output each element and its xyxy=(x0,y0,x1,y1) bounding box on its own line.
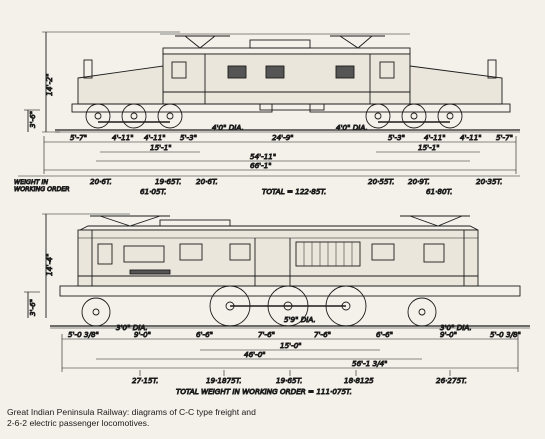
bottom-dim-4: 7'-6" xyxy=(258,330,275,339)
top-weight-2: 19·65T. xyxy=(155,177,181,186)
top-dim-6: 5'-3" xyxy=(388,133,405,142)
bottom-dim-8: 5'-0 3/8" xyxy=(490,330,521,339)
bottom-weight-2: 19·1875T. xyxy=(206,376,242,385)
bottom-total-weight: TOTAL WEIGHT IN WORKING ORDER = 111·075T… xyxy=(176,387,352,396)
bottom-dim-3: 6'-6" xyxy=(196,330,213,339)
bottom-weight-4: 18·8125 xyxy=(344,376,374,385)
weight-label-line-1: WEIGHT IN xyxy=(14,179,48,186)
top-dim-5: 24'-9" xyxy=(272,133,294,142)
top-dim-row4: 66'-1" xyxy=(250,161,272,170)
bottom-weight-1: 27·15T. xyxy=(132,376,158,385)
bottom-dim-6: 6'-6" xyxy=(376,330,393,339)
top-weight-1: 20·6T. xyxy=(90,177,112,186)
caption-line-1: Great Indian Peninsula Railway: diagrams… xyxy=(7,407,256,417)
top-dim-3: 4'-11" xyxy=(144,133,166,142)
top-bogie-right-weight: 61·80T. xyxy=(426,187,452,196)
weight-label-line-2: WORKING ORDER xyxy=(14,186,70,193)
top-bogie-left-weight: 61·05T. xyxy=(140,187,166,196)
top-dim-1: 5'-7" xyxy=(70,133,87,142)
top-rail-height-dim: 3'-6" xyxy=(28,111,37,128)
top-dim-4: 5'-3" xyxy=(180,133,197,142)
top-weight-4: 20·55T. xyxy=(368,177,394,186)
bottom-dim-1: 5'-0 3/8" xyxy=(68,330,99,339)
top-weight-6: 20·35T. xyxy=(476,177,502,186)
top-dim-row3: 54'-11" xyxy=(250,152,276,161)
bottom-pony-dia-right: 3'0" DIA. xyxy=(440,323,472,332)
top-dim-row2-left: 15'-1" xyxy=(150,143,172,152)
bottom-dim-row2: 15'-0" xyxy=(280,341,302,350)
top-dim-9: 5'-7" xyxy=(496,133,513,142)
top-wheel-dia-right: 4'0" DIA. xyxy=(336,123,368,132)
figure-caption: Great Indian Peninsula Railway: diagrams… xyxy=(7,407,407,429)
top-dim-7: 4'-11" xyxy=(424,133,446,142)
top-total-weight: TOTAL = 122·85T. xyxy=(262,187,326,196)
caption-line-2: 2-6-2 electric passenger locomotives. xyxy=(7,418,150,428)
top-height-dim: 14'-2" xyxy=(45,73,54,96)
top-weight-3: 20·6T. xyxy=(196,177,218,186)
top-dim-row2-right: 15'-1" xyxy=(418,143,440,152)
top-weight-5: 20·9T. xyxy=(408,177,430,186)
bottom-weight-5: 26·275T. xyxy=(436,376,467,385)
top-wheel-dia-left: 4'0" DIA. xyxy=(212,123,244,132)
bottom-dim-row4: 56'-1 3/4" xyxy=(352,359,387,368)
bottom-dim-2: 9'-0" xyxy=(134,330,151,339)
bottom-pony-dia-left: 3'0" DIA. xyxy=(116,323,148,332)
top-dim-8: 4'-11" xyxy=(460,133,482,142)
bottom-rail-height-dim: 3'-6" xyxy=(28,299,37,316)
bottom-dim-7: 9'-0" xyxy=(440,330,457,339)
bottom-dim-5: 7'-6" xyxy=(314,330,331,339)
top-dim-2: 4'-11" xyxy=(112,133,134,142)
bottom-height-dim: 14'-4" xyxy=(45,253,54,276)
bottom-weight-3: 19·65T. xyxy=(276,376,302,385)
bottom-driver-dia: 5'9" DIA. xyxy=(284,315,316,324)
passenger-locomotive-elevation xyxy=(24,213,530,372)
bottom-dim-row3: 46'-0" xyxy=(244,350,266,359)
freight-locomotive-elevation xyxy=(18,31,520,177)
